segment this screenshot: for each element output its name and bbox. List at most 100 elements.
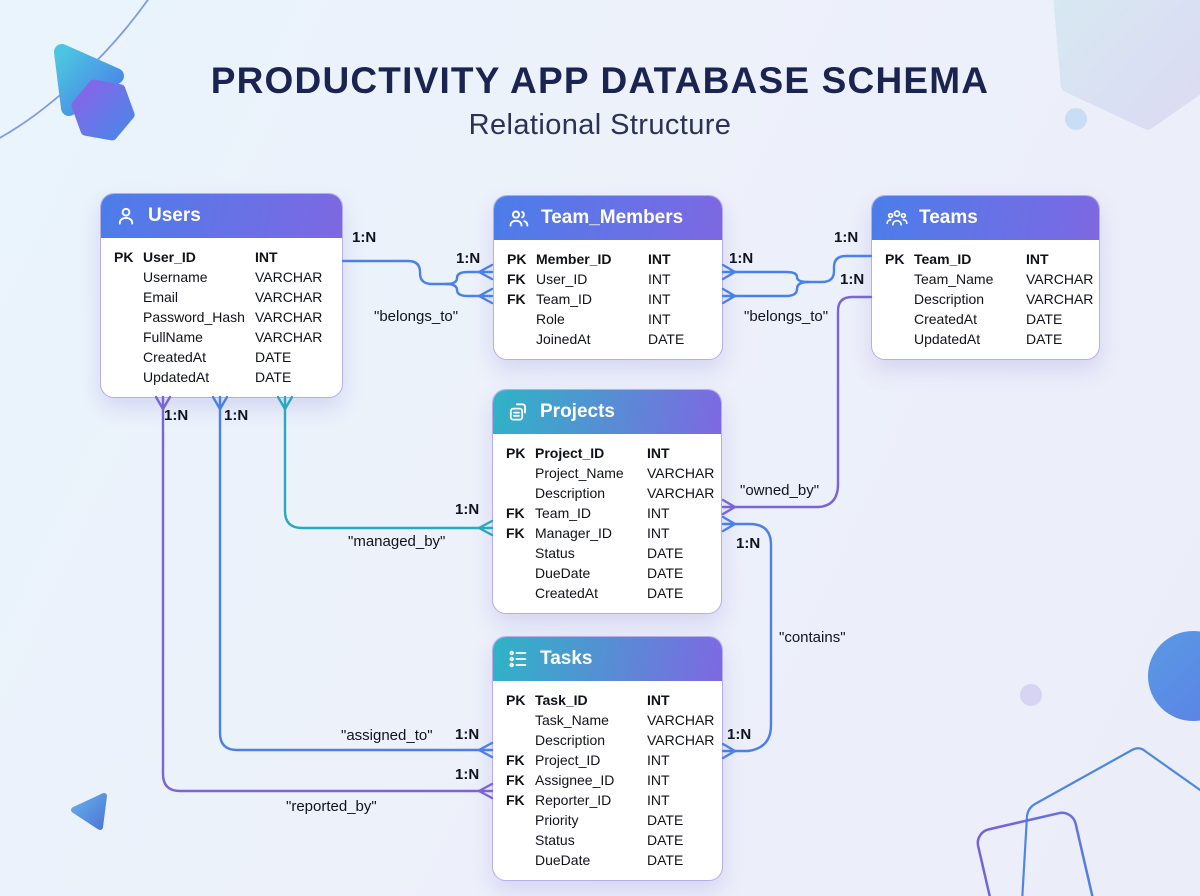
- field-type: DATE: [647, 812, 684, 828]
- projects-copy-icon: [506, 400, 530, 424]
- field-type: VARCHAR: [647, 712, 715, 728]
- field-type: INT: [647, 692, 670, 708]
- field-key: [506, 730, 535, 750]
- table-users-title: Users: [148, 205, 201, 226]
- field-type: VARCHAR: [647, 485, 715, 501]
- small-triangle-decoration: [71, 793, 107, 830]
- field-key: [114, 307, 143, 327]
- field-key: FK: [507, 291, 526, 307]
- field-name: CreatedAt: [914, 311, 978, 327]
- field-name: Team_ID: [535, 505, 592, 521]
- cardinality-label: 1:N: [727, 726, 752, 743]
- field-name: Email: [143, 289, 179, 305]
- field-key: [507, 309, 536, 329]
- field-key: [114, 267, 143, 287]
- field-key: FK: [507, 271, 526, 287]
- field-name: JoinedAt: [536, 331, 591, 347]
- field-type: INT: [255, 249, 278, 265]
- field-type: DATE: [648, 331, 685, 347]
- field-name: DueDate: [535, 565, 591, 581]
- field-type: INT: [647, 525, 670, 541]
- field-name: Task_Name: [535, 712, 609, 728]
- cardinality-label: 1:N: [456, 250, 481, 267]
- team-members-icon: [507, 206, 531, 230]
- field-key: FK: [506, 792, 525, 808]
- cardinality-label: 1:N: [455, 766, 480, 783]
- field-name: Assignee_ID: [535, 772, 615, 788]
- table-users-header: Users: [101, 194, 342, 238]
- field-type: DATE: [647, 585, 684, 601]
- field-name: CreatedAt: [535, 585, 599, 601]
- field-name: UpdatedAt: [143, 369, 210, 385]
- cardinality-label: 1:N: [455, 726, 480, 743]
- field-name: User_ID: [536, 271, 588, 287]
- rel-users-team-members-line: [341, 259, 494, 305]
- field-name: Status: [535, 545, 575, 561]
- field-key: [885, 329, 914, 349]
- field-key: [506, 483, 535, 503]
- field-type: DATE: [647, 832, 684, 848]
- field-name: Priority: [535, 812, 579, 828]
- field-type: INT: [648, 251, 671, 267]
- cardinality-label: 1:N: [352, 229, 377, 246]
- field-name: Manager_ID: [535, 525, 613, 541]
- card-outline-decoration: [976, 811, 1101, 896]
- field-name: Password_Hash: [143, 309, 245, 325]
- field-key: PK: [507, 251, 527, 267]
- field-name: CreatedAt: [143, 349, 207, 365]
- field-key: [114, 287, 143, 307]
- field-name: Role: [536, 311, 565, 327]
- field-key: [885, 309, 914, 329]
- field-key: [506, 583, 535, 603]
- field-type: VARCHAR: [255, 289, 323, 305]
- field-name: Team_Name: [914, 271, 994, 287]
- table-teams-header: Teams: [872, 196, 1099, 240]
- table-teams-title: Teams: [919, 207, 978, 228]
- field-name: DueDate: [535, 852, 591, 868]
- relationship-label: "managed_by": [348, 533, 446, 550]
- field-type: INT: [647, 792, 670, 808]
- cardinality-label: 1:N: [164, 407, 189, 424]
- field-row: Task_Name VARCHAR: [506, 710, 714, 730]
- table-team-members-title: Team_Members: [541, 207, 684, 228]
- field-name: Task_ID: [535, 692, 588, 708]
- field-name: Project_ID: [535, 752, 601, 768]
- field-name: Description: [535, 732, 606, 748]
- rel-users-tasks-reported-line: [154, 395, 494, 800]
- field-key: PK: [114, 249, 134, 265]
- diagram-header: PRODUCTIVITY APP DATABASE SCHEMA Relatio…: [0, 60, 1200, 142]
- relationship-label: "belongs_to": [374, 308, 459, 325]
- rel-users-tasks-assigned-line: [211, 395, 494, 759]
- field-key: [506, 850, 535, 870]
- table-team-members-header: Team_Members: [494, 196, 722, 240]
- cardinality-label: 1:N: [729, 250, 754, 267]
- field-row: Priority DATE: [506, 810, 709, 830]
- relationship-label: "assigned_to": [341, 727, 433, 744]
- field-key: [507, 329, 536, 349]
- field-type: INT: [647, 505, 670, 521]
- lavender-dot-decoration: [1020, 684, 1042, 706]
- field-key: [506, 710, 535, 730]
- cardinality-label: 1:N: [736, 535, 761, 552]
